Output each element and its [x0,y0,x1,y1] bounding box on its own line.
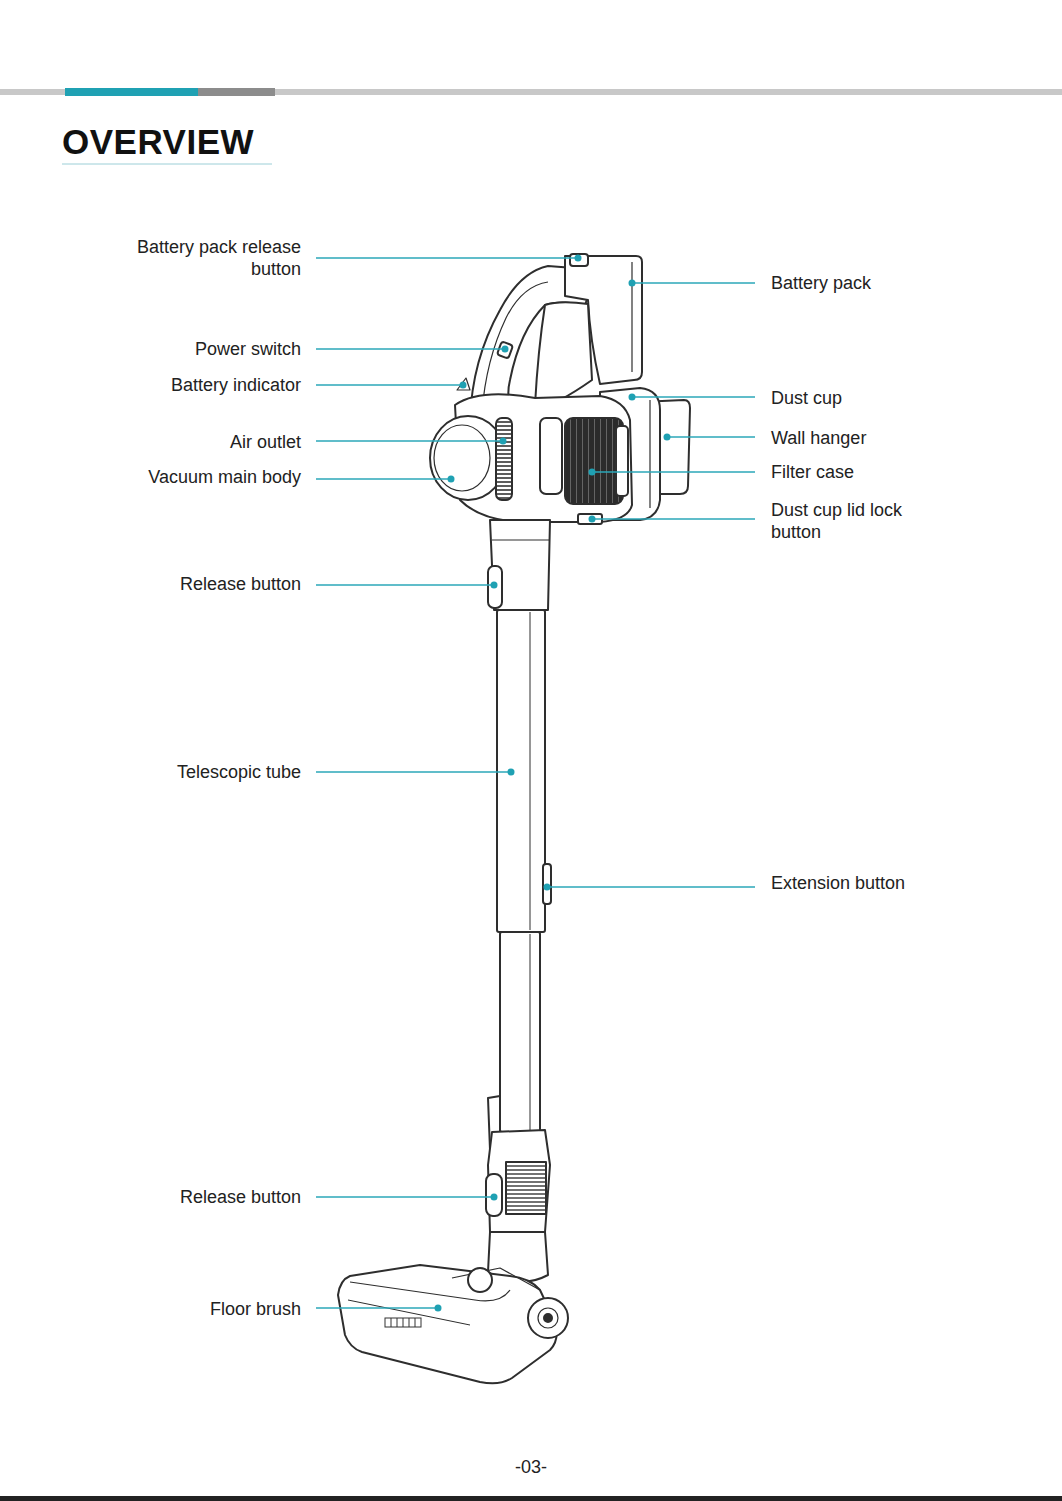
part-label: Release button [61,1186,301,1208]
part-label: Filter case [771,461,1011,483]
part-label: Dust cup [771,387,1011,409]
part-label: Vacuum main body [41,466,301,488]
leader-lines [316,255,755,1312]
page-title: OVERVIEW [62,122,254,162]
part-label: Telescopic tube [61,761,301,783]
part-label: Wall hanger [771,427,1011,449]
part-label: Release button [61,573,301,595]
part-label: Battery pack release button [101,236,301,280]
part-label: Air outlet [61,431,301,453]
footer-bar [0,1496,1062,1501]
page-number: -03- [471,1456,591,1478]
part-label: Battery pack [771,272,971,294]
part-label: Battery indicator [61,374,301,396]
part-label: Extension button [771,872,1011,894]
part-label: Floor brush [61,1298,301,1320]
part-label: Dust cup lid lock button [771,499,943,543]
brush-vents [385,1318,421,1327]
vacuum-drawing [338,254,690,1383]
header-bar [0,88,1062,164]
part-label: Power switch [61,338,301,360]
